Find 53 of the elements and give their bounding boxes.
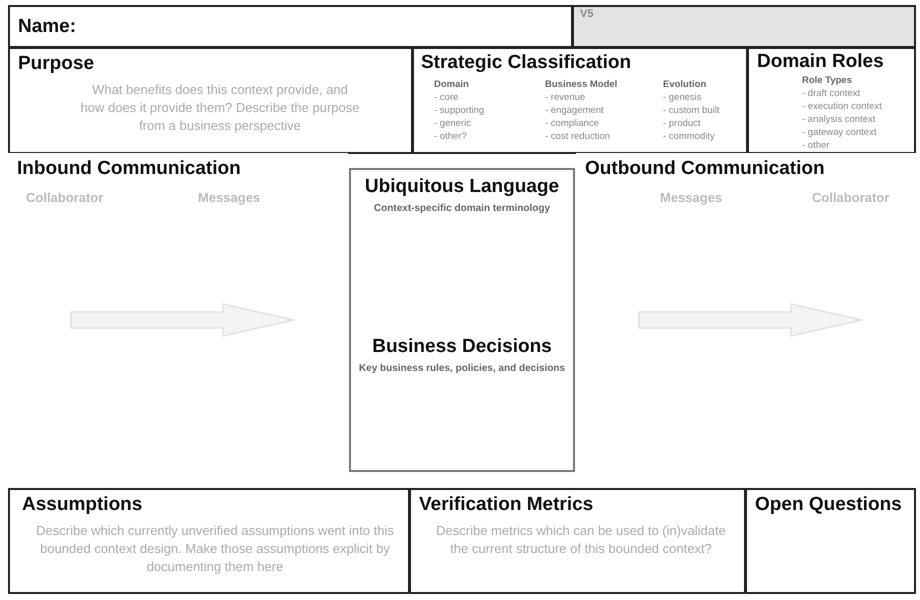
prompt-text: What benefits does this context provide, and how does it provide them? Describe the purpose from a business perspective (80, 81, 360, 135)
canvas-section (8, 488, 410, 594)
list-item: - supporting (434, 105, 484, 116)
column-label: Collaborator (812, 190, 890, 205)
canvas-section (576, 153, 916, 489)
list-item: - commodity (663, 131, 715, 142)
canvas-section (745, 488, 916, 594)
column-label: Messages (660, 190, 722, 205)
list-item: - other (802, 140, 830, 151)
section-heading: Outbound Communication (585, 158, 825, 180)
section-heading: Inbound Communication (17, 158, 241, 180)
list-item: - analysis context (802, 114, 876, 125)
canvas-section (572, 5, 916, 48)
list-item: - other? (434, 131, 467, 142)
center-box (349, 168, 575, 472)
list-item: - core (434, 92, 458, 103)
section-heading: Open Questions (755, 494, 902, 516)
version-label: V5 (580, 8, 594, 20)
prompt-text: Describe metrics which can be used to (in)validate the current structure of this bounded context? (436, 522, 726, 558)
canvas-section (747, 47, 916, 154)
section-heading: Purpose (18, 53, 94, 75)
list-item: - gateway context (802, 127, 876, 138)
section-heading: Ubiquitous Language (364, 176, 560, 198)
list-item: - product (663, 118, 700, 129)
name-label: Name: (18, 16, 76, 38)
prompt-text: Describe which currently unverified assumptions went into this bounded context design. Make those assumptions explicit by documenting them here (35, 522, 395, 576)
column-label: Collaborator (26, 190, 104, 205)
column-label: Messages (198, 190, 260, 205)
column-heading: Business Model (545, 79, 618, 90)
column-heading: Domain (434, 79, 469, 90)
list-item: - generic (434, 118, 471, 129)
section-heading: Domain Roles (757, 51, 884, 73)
list-item: - genesis (663, 92, 702, 103)
section-heading: Strategic Classification (421, 52, 632, 74)
canvas-section (8, 47, 413, 154)
list-item: - cost reduction (545, 131, 610, 142)
canvas-section (409, 488, 746, 594)
list-item: - compliance (545, 118, 599, 129)
list-item: - execution context (802, 101, 882, 112)
subtitle-text: Context-specific domain terminology (372, 203, 552, 214)
subtitle-text: Key business rules, policies, and decisions (358, 363, 566, 374)
section-heading: Business Decisions (371, 336, 553, 358)
list-item: - draft context (802, 88, 860, 99)
list-item: - engagement (545, 105, 604, 116)
column-heading: Evolution (663, 79, 706, 90)
column-heading: Role Types (802, 75, 852, 86)
canvas-section (412, 47, 748, 154)
section-heading: Verification Metrics (419, 494, 594, 516)
section-heading: Assumptions (22, 494, 142, 516)
list-item: - custom built (663, 105, 720, 116)
canvas-section (8, 5, 573, 48)
list-item: - revenue (545, 92, 586, 103)
canvas-section (8, 153, 348, 489)
